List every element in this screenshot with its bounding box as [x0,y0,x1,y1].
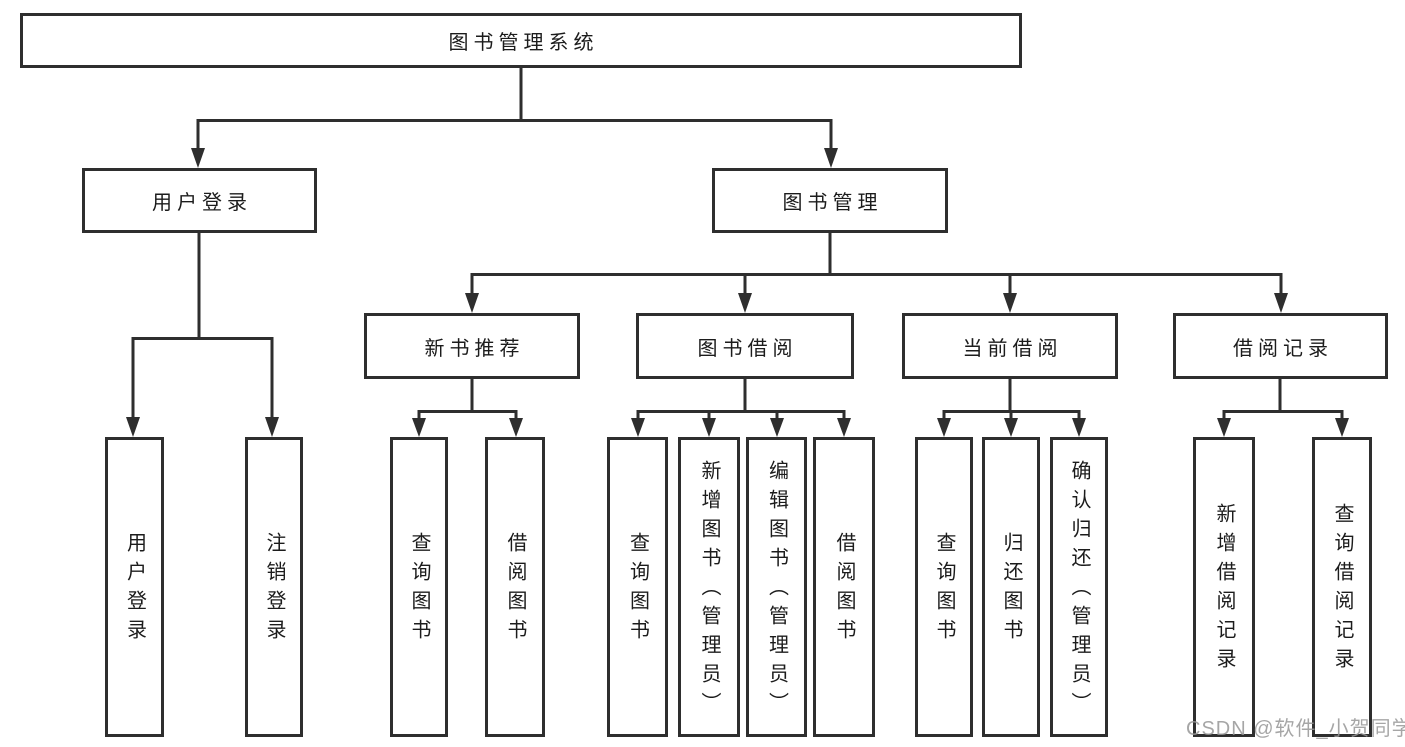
arrow-icon [1335,418,1349,437]
leaf-nbr-query-books: 查询图书 [390,437,448,737]
arrow-icon [1003,293,1017,313]
node-book-borrow: 图书借阅 [636,313,854,379]
arrow-icon [126,417,140,437]
leaf-br-query-record: 查询借阅记录 [1312,437,1372,737]
arrow-icon [509,418,523,437]
arrow-icon [937,418,951,437]
arrow-icon [191,148,205,168]
leaf-nbr-borrow-books: 借阅图书 [485,437,545,737]
leaf-logout: 注销登录 [245,437,303,737]
arrow-icon [1072,418,1086,437]
leaf-user-login: 用户登录 [105,437,164,737]
node-borrow-records: 借阅记录 [1173,313,1388,379]
arrow-icon [738,293,752,313]
arrow-icon [1274,293,1288,313]
leaf-bb-edit-books-admin: 编辑图书（管理员） [746,437,807,737]
leaf-cb-confirm-return-admin: 确认归还（管理员） [1050,437,1108,737]
arrow-icon [631,418,645,437]
node-user-login: 用户登录 [82,168,317,233]
leaf-cb-return-books: 归还图书 [982,437,1040,737]
arrow-icon [770,418,784,437]
node-new-book-recommend: 新书推荐 [364,313,580,379]
arrow-icon [265,417,279,437]
leaf-bb-query-books: 查询图书 [607,437,668,737]
node-book-management: 图书管理 [712,168,948,233]
arrow-icon [702,418,716,437]
node-current-borrow: 当前借阅 [902,313,1118,379]
leaf-br-add-record: 新增借阅记录 [1193,437,1255,737]
node-root: 图书管理系统 [20,13,1022,68]
arrow-icon [1004,418,1018,437]
arrow-icon [837,418,851,437]
arrow-icon [1217,418,1231,437]
arrow-icon [465,293,479,313]
leaf-cb-query-books: 查询图书 [915,437,973,737]
leaf-bb-add-books-admin: 新增图书（管理员） [678,437,740,737]
arrow-icon [824,148,838,168]
arrow-icon [412,418,426,437]
leaf-bb-borrow-books: 借阅图书 [813,437,875,737]
csdn-watermark: CSDN @软件_小贺同学 [1186,718,1405,740]
